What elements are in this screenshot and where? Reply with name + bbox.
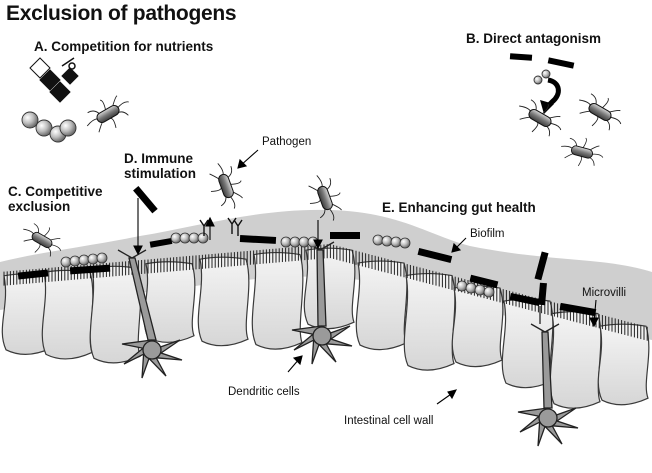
section-a-label: A. Competition for nutrients <box>34 39 214 54</box>
dendritic-cell <box>117 249 183 379</box>
section-e-label: E. Enhancing gut health <box>382 200 536 215</box>
biofilm-dash <box>133 185 158 214</box>
probiotic-sphere <box>381 235 393 247</box>
probiotic-sphere <box>298 236 310 248</box>
pathogen-rod <box>209 163 243 209</box>
leader-arrows <box>133 149 599 405</box>
probiotic-sphere <box>372 234 384 246</box>
probiotic-sphere <box>96 252 108 264</box>
intestinal-cell <box>403 272 456 371</box>
probiotic-sphere <box>179 232 191 244</box>
pathogen-rod-icon <box>86 95 129 133</box>
page-title: Exclusion of pathogens <box>6 2 237 25</box>
section-d-label-line1: D. Immune <box>124 151 194 166</box>
nutrient-competition-icons <box>21 57 129 143</box>
dendritic-cells <box>117 241 579 447</box>
probiotic-sphere <box>474 284 486 296</box>
probiotic-sphere <box>399 237 411 249</box>
biofilm-dash <box>534 251 549 281</box>
probiotic-sphere <box>78 254 90 266</box>
section-c-label-line1: C. Competitive <box>8 184 103 199</box>
probiotic-sphere <box>197 232 209 244</box>
section-b-label: B. Direct antagonism <box>466 31 602 46</box>
coccus <box>541 69 551 79</box>
probiotic-sphere <box>87 253 99 265</box>
pathogen-rod <box>86 95 129 133</box>
biofilm-dash <box>538 282 547 306</box>
antibody <box>199 219 209 236</box>
probiotic-sphere <box>60 256 72 268</box>
pathogen-label: Pathogen <box>262 136 312 148</box>
intestinal-cell-wall-label: Intestinal cell wall <box>344 415 434 427</box>
pathogen-rod <box>23 223 62 257</box>
probiotic-sphere <box>188 232 200 244</box>
intestinal-cell <box>303 247 356 330</box>
intestinal-cell <box>251 251 304 350</box>
probiotic-cocci-icon <box>21 111 77 143</box>
biofilm-dashes <box>17 232 597 317</box>
biofilm-label: Biofilm <box>470 228 505 240</box>
nutrient-diamonds-icon <box>29 57 79 103</box>
coccus <box>21 111 39 129</box>
pathogen-rod <box>561 137 604 167</box>
probiotic-chains <box>23 223 495 298</box>
pathogen-rod <box>308 175 342 221</box>
intestinal-cell <box>451 285 504 368</box>
section-d-label-line2: stimulation <box>124 166 197 181</box>
probiotic-sphere <box>170 232 182 244</box>
probiotic-sphere <box>69 255 81 267</box>
coccus <box>35 119 53 137</box>
probiotic-sphere <box>390 236 402 248</box>
pathogen-rod <box>579 93 622 131</box>
dendritic-cells-label: Dendritic cells <box>228 386 300 398</box>
intestinal-cell <box>41 269 94 360</box>
probiotic-sphere <box>289 236 301 248</box>
direct-antagonism-group <box>509 53 622 167</box>
antibody <box>233 219 243 236</box>
dendritic-cell <box>517 323 579 447</box>
microvilli-label: Microvilli <box>582 287 627 299</box>
intestinal-cell <box>89 265 142 364</box>
coccus <box>533 75 543 85</box>
pathogen-rod <box>519 99 562 137</box>
probiotic-sphere <box>280 236 292 248</box>
intestinal-cell <box>355 260 408 351</box>
probiotic-sphere <box>456 280 468 292</box>
section-c-label-line2: exclusion <box>8 199 71 214</box>
probiotic-sphere <box>465 282 477 294</box>
intestinal-cell <box>197 256 250 347</box>
probiotic-sphere <box>483 286 495 298</box>
immune-stimulation-group <box>133 163 549 306</box>
coccus <box>59 119 77 137</box>
